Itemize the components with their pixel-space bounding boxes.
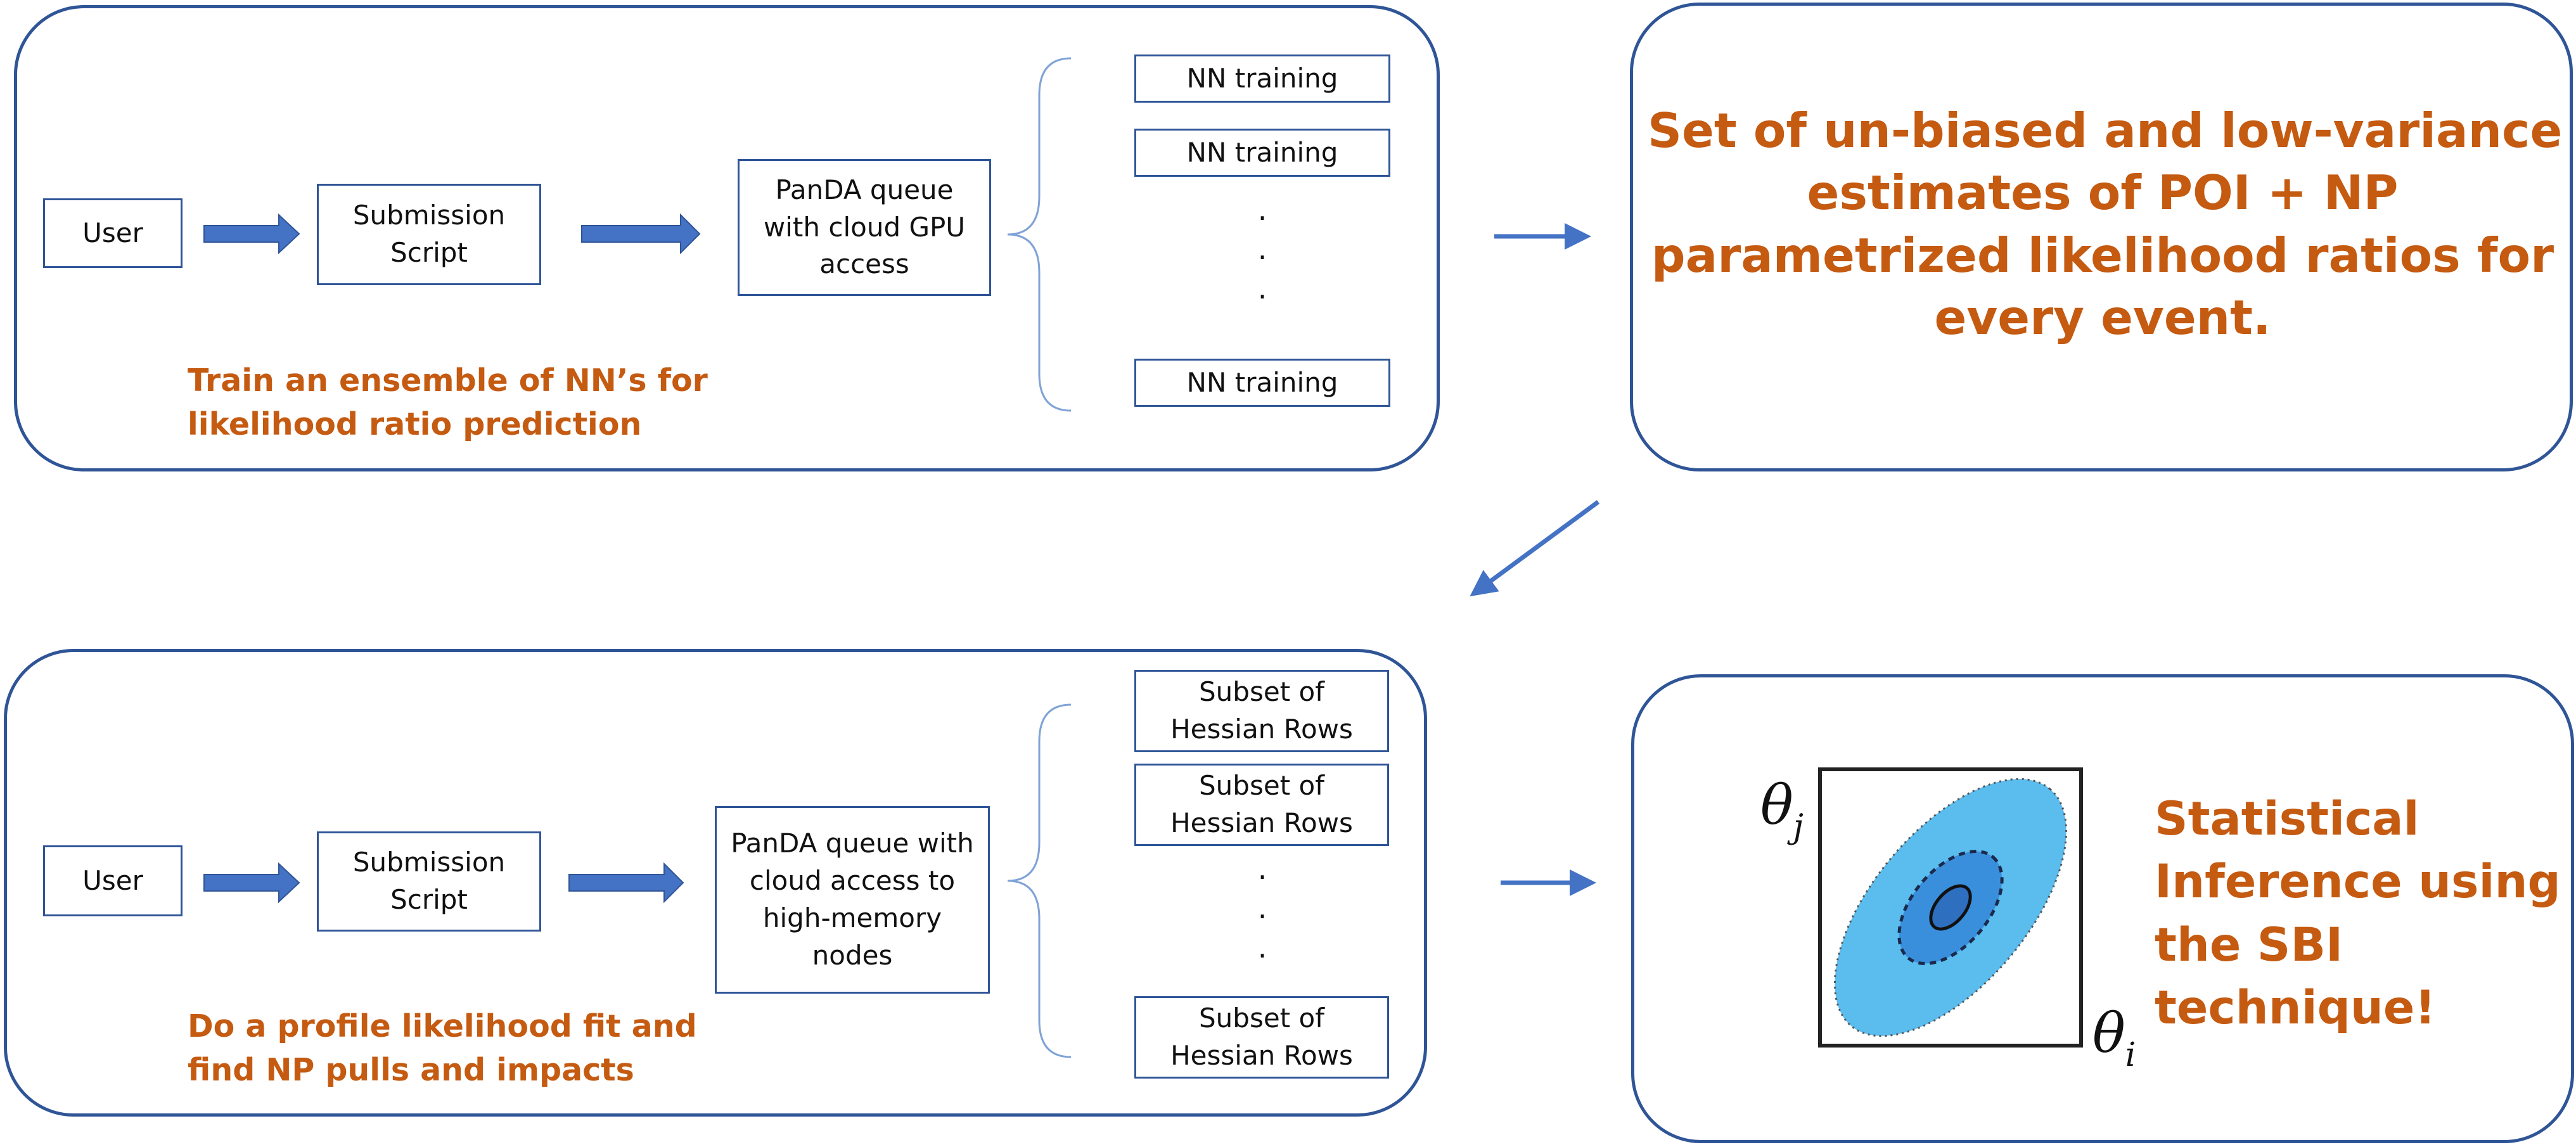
top-user-box: User: [43, 198, 183, 268]
hessian-rows-box-3: Subset of Hessian Rows: [1134, 996, 1389, 1079]
top-panda-queue-label: PanDA queue with cloud GPU access: [763, 174, 966, 280]
bottom-submission-script-label: Submission Script: [352, 847, 506, 915]
nn-training-label: NN training: [1186, 62, 1338, 94]
confidence-region-inner-icon: [1929, 884, 1972, 931]
top-panda-queue-box: PanDA queue with cloud GPU access: [738, 159, 991, 296]
result-panel: [1630, 3, 2573, 471]
bottom-panda-queue-box: PanDA queue with cloud access to high-me…: [715, 806, 990, 994]
block-arrow-icon: [203, 213, 300, 255]
bottom-user-label: User: [82, 864, 143, 896]
top-submission-script-label: Submission Script: [352, 200, 506, 268]
bottom-user-box: User: [43, 845, 183, 916]
nn-training-box-1: NN training: [1134, 54, 1390, 103]
nn-training-box-3: NN training: [1134, 359, 1390, 407]
curly-brace-icon: [1007, 703, 1072, 1058]
curly-brace-icon: [1007, 57, 1072, 412]
nn-training-box-2: NN training: [1134, 129, 1390, 177]
block-arrow-icon: [581, 213, 701, 255]
inference-panel: [1631, 674, 2574, 1143]
theta-j-label: θj: [1760, 774, 1804, 846]
contour-plot: θj θi: [1760, 767, 2136, 1074]
bottom-caption: Do a profile likelihood fit and find NP …: [188, 1008, 697, 1088]
theta-i-label: θi: [2092, 1002, 2136, 1074]
block-arrow-icon: [568, 862, 684, 904]
nn-training-label: NN training: [1186, 366, 1338, 398]
nn-training-label: NN training: [1186, 136, 1338, 168]
top-ellipsis: . . .: [1257, 193, 1267, 305]
block-arrow-icon: [203, 862, 300, 904]
top-user-label: User: [82, 217, 143, 248]
top-caption: Train an ensemble of NN’s for likelihood…: [188, 362, 708, 442]
bottom-ellipsis: . . .: [1257, 852, 1267, 964]
top-submission-script-box: Submission Script: [317, 184, 541, 285]
bottom-submission-script-box: Submission Script: [317, 831, 541, 932]
hessian-rows-label: Subset of Hessian Rows: [1170, 770, 1353, 838]
arrow-icon: [1470, 500, 1600, 597]
result-text: Set of un-biased and low-variance estima…: [1648, 103, 2563, 345]
hessian-rows-label: Subset of Hessian Rows: [1170, 676, 1353, 745]
hessian-rows-box-2: Subset of Hessian Rows: [1134, 764, 1389, 846]
hessian-rows-label: Subset of Hessian Rows: [1170, 1003, 1353, 1071]
inference-text: Statistical Inference using the SBI tech…: [2155, 792, 2561, 1035]
hessian-rows-box-1: Subset of Hessian Rows: [1134, 670, 1389, 752]
bottom-panda-queue-label: PanDA queue with cloud access to high-me…: [731, 828, 974, 971]
